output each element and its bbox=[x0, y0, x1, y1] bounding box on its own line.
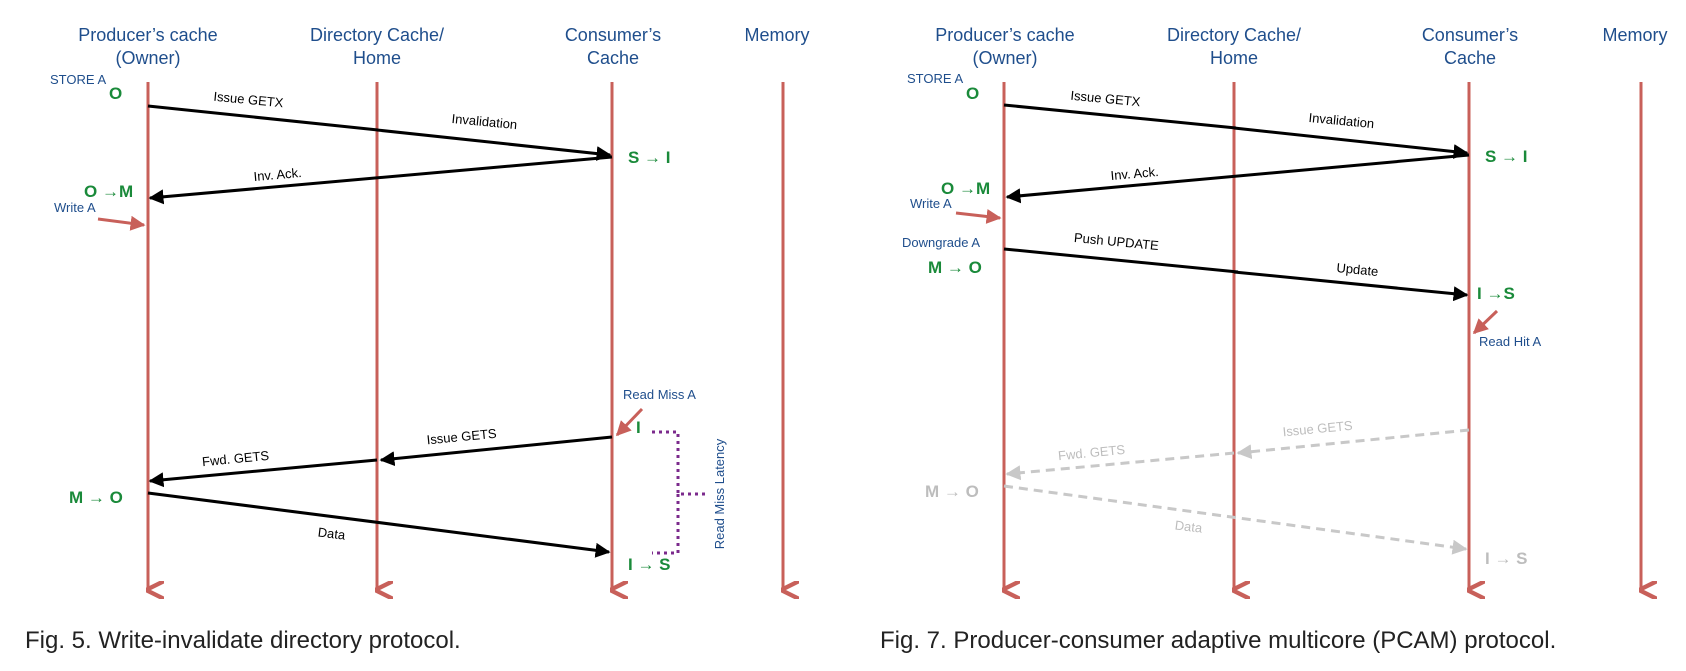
fig5-state-i-to-s: I → S bbox=[628, 555, 671, 574]
fig5-label-data: Data bbox=[317, 524, 347, 542]
fig5-arrow-issue-gets bbox=[379, 435, 613, 467]
fig5-header-consumer-line1: Consumer’s bbox=[565, 25, 661, 45]
fig7-arrow-issue-getx bbox=[1003, 103, 1237, 130]
fig7-arrow-push-update bbox=[1003, 247, 1239, 274]
fig5-header-directory-line2: Home bbox=[353, 48, 401, 68]
fig7-label-data-faded: Data bbox=[1174, 517, 1204, 535]
fig7-note-write-a: Write A bbox=[910, 196, 952, 211]
fig5-arrow-inv-ack bbox=[148, 155, 613, 205]
fig7-event-read-hit-arrow bbox=[1472, 309, 1499, 335]
fig7-label-issue-getx: Issue GETX bbox=[1070, 88, 1142, 110]
fig7-arrow-inv-ack bbox=[1005, 153, 1470, 204]
fig7-label-inv-ack: Inv. Ack. bbox=[1110, 164, 1159, 183]
fig7-header-directory-line1: Directory Cache/ bbox=[1167, 25, 1301, 45]
fig5-label-invalidation: Invalidation bbox=[451, 111, 518, 132]
fig5-note-read-miss-latency: Read Miss Latency bbox=[712, 438, 727, 549]
fig5-header-consumer-line2: Cache bbox=[587, 48, 639, 68]
fig5-label-issue-getx: Issue GETX bbox=[213, 89, 285, 111]
fig7-label-fwd-gets-faded: Fwd. GETS bbox=[1057, 442, 1126, 463]
fig5-label-issue-gets: Issue GETS bbox=[426, 426, 498, 448]
fig5-state-m-to-o: M → O bbox=[69, 488, 123, 507]
fig7-arrow-invalidation bbox=[1233, 126, 1469, 160]
fig5-note-read-miss-a: Read Miss A bbox=[623, 387, 696, 402]
fig5-header-producer-line2: (Owner) bbox=[115, 48, 180, 68]
fig7-label-push-update: Push UPDATE bbox=[1073, 230, 1159, 253]
fig7-note-downgrade-a: Downgrade A bbox=[902, 235, 980, 250]
fig7-arrow-issue-gets-faded bbox=[1236, 428, 1470, 460]
fig7-caption: Fig. 7. Producer-consumer adaptive multi… bbox=[880, 627, 1556, 654]
fig7-event-write-a-arrow bbox=[955, 209, 1002, 224]
fig5-event-write-a-arrow bbox=[97, 215, 146, 231]
fig7-state-o: O bbox=[966, 84, 979, 103]
fig5-note-store-a: STORE A bbox=[50, 72, 106, 87]
fig5-label-inv-ack: Inv. Ack. bbox=[253, 165, 302, 184]
fig7-header-consumer-line1: Consumer’s bbox=[1422, 25, 1518, 45]
fig7-state-i-to-s-faded: I → S bbox=[1485, 549, 1528, 568]
fig5-latency-brace bbox=[652, 430, 708, 555]
fig7-state-s-to-i: S → I bbox=[1485, 147, 1528, 166]
fig7-diagram: Producer’s cache (Owner) Directory Cache… bbox=[880, 25, 1668, 654]
fig7-header-consumer-line2: Cache bbox=[1444, 48, 1496, 68]
fig7-state-o-to-m: O →M bbox=[941, 179, 990, 198]
fig5-note-write-a: Write A bbox=[54, 200, 96, 215]
fig5-state-o: O bbox=[109, 84, 122, 103]
fig7-header-directory-line2: Home bbox=[1210, 48, 1258, 68]
fig7-header-memory: Memory bbox=[1602, 25, 1667, 45]
fig7-state-m-to-o-faded: M → O bbox=[925, 482, 979, 501]
fig5-header-producer-line1: Producer’s cache bbox=[78, 25, 217, 45]
fig5-header-memory: Memory bbox=[744, 25, 809, 45]
fig5-caption: Fig. 5. Write-invalidate directory proto… bbox=[25, 627, 461, 654]
fig7-note-store-a: STORE A bbox=[907, 71, 963, 86]
fig7-arrow-update bbox=[1233, 270, 1469, 302]
fig7-label-invalidation: Invalidation bbox=[1308, 110, 1375, 131]
fig5-arrow-issue-getx bbox=[147, 104, 379, 132]
fig5-arrow-invalidation bbox=[376, 128, 612, 162]
fig7-label-issue-gets-faded: Issue GETS bbox=[1282, 418, 1354, 440]
fig7-header-producer-line2: (Owner) bbox=[972, 48, 1037, 68]
fig5-state-s-to-i: S → I bbox=[628, 148, 671, 167]
fig7-arrow-fwd-gets-faded bbox=[1005, 451, 1235, 481]
fig5-arrow-data bbox=[147, 491, 611, 558]
fig5-state-o-to-m: O →M bbox=[84, 182, 133, 201]
fig5-state-i: I bbox=[636, 418, 641, 437]
fig7-state-i-to-s: I →S bbox=[1477, 284, 1515, 303]
fig7-note-read-hit-a: Read Hit A bbox=[1479, 334, 1541, 349]
fig7-label-update: Update bbox=[1336, 260, 1379, 279]
fig5-event-read-miss-arrow bbox=[615, 407, 644, 437]
fig7-state-m-to-o: M → O bbox=[928, 258, 982, 277]
fig5-diagram: Producer’s cache (Owner) Directory Cache… bbox=[25, 25, 810, 654]
fig5-arrow-fwd-gets bbox=[148, 458, 378, 488]
fig7-arrow-data-faded bbox=[1003, 484, 1468, 555]
fig5-header-directory-line1: Directory Cache/ bbox=[310, 25, 444, 45]
fig5-label-fwd-gets: Fwd. GETS bbox=[201, 448, 270, 469]
fig7-header-producer-line1: Producer’s cache bbox=[935, 25, 1074, 45]
